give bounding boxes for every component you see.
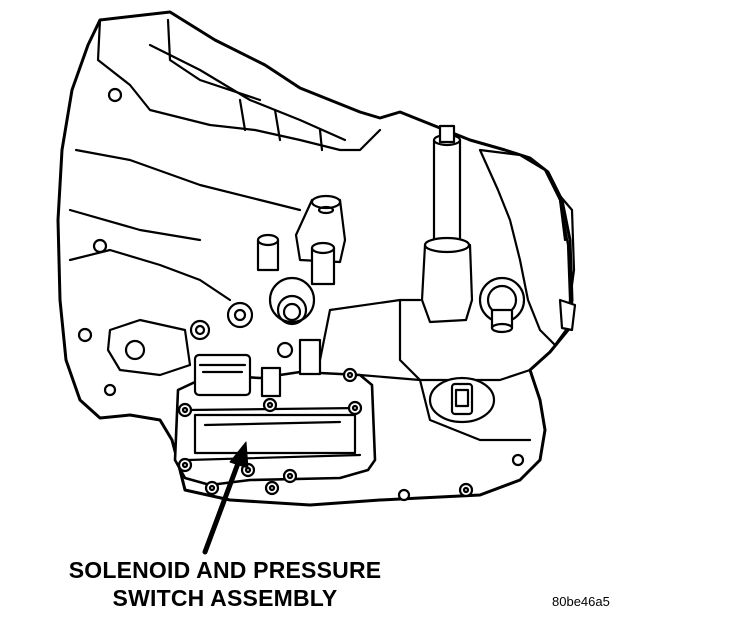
callout-label-line-1: SOLENOID AND PRESSURE [68,557,382,583]
lower-case-rib [358,373,532,442]
left-boss [106,318,192,377]
solenoid-assembly [173,338,377,496]
housing-lower-panel [68,248,232,302]
flange-bolt-holes [77,87,254,397]
assembly-screws [177,367,363,496]
upper-flange [96,18,382,152]
pan-bolts [397,453,525,502]
callout-label-line-2: SWITCH ASSEMBLY [112,585,338,611]
bell-housing [478,148,572,347]
flange-rib-1 [148,43,347,142]
flange-rib-3 [238,98,324,152]
cooler-line-fittings [256,194,347,326]
flange-rib-2 [166,18,262,102]
speed-sensor [428,376,496,424]
left-boss-hole [124,339,146,361]
solenoid-connector [193,353,252,397]
shaft-collar [420,243,474,324]
bell-housing-lip [546,170,576,302]
bell-housing-tab [558,298,577,332]
flange-face [68,148,302,242]
collar-top [423,236,471,254]
right-fitting [478,276,526,334]
callout-leader [202,455,243,555]
callout-arrowhead [229,441,249,469]
figure-code: 80be46a5 [552,594,610,609]
shaft-tip [438,124,456,144]
